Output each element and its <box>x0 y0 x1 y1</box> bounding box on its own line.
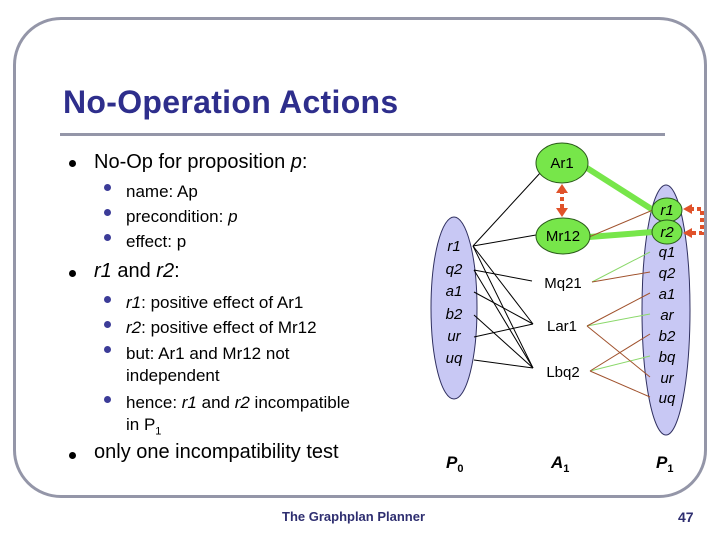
p0-prop-label: b2 <box>446 306 463 323</box>
p1-prop-label: uq <box>659 390 676 407</box>
action-label: Lar1 <box>547 318 577 335</box>
p0-prop-label: q2 <box>446 261 463 278</box>
sub-bullet-effect: effect: p <box>126 232 187 251</box>
level-label-p0: P0 <box>446 453 463 475</box>
sub-bullet-r1-effect: r1: positive effect of Ar1 <box>126 293 304 312</box>
sub-bullet-icon <box>104 209 111 216</box>
action-label: Mr12 <box>546 228 580 245</box>
sub-bullet-icon <box>104 234 111 241</box>
sub-bullet-icon <box>104 184 111 191</box>
title-underline <box>60 133 665 136</box>
noop-add-edges <box>584 165 656 240</box>
prop-mutex-arrow <box>683 204 704 238</box>
action-label: Lbq2 <box>546 364 579 381</box>
sub-bullet-icon <box>104 396 111 403</box>
level-label-a1: A1 <box>550 453 569 475</box>
bullet-only-one: only one incompatibility test <box>94 441 339 463</box>
p1-prop-label: bq <box>659 349 676 366</box>
p0-prop-label: a1 <box>446 283 463 300</box>
bullet-icon <box>69 160 76 167</box>
footer-title: The Graphplan Planner <box>282 509 426 524</box>
bullet-noop: No-Op for proposition p: <box>94 151 308 173</box>
delete-effect-edges <box>586 209 654 398</box>
sub-bullet-icon <box>104 321 111 328</box>
p1-prop-label: a1 <box>659 286 676 303</box>
p0-level-ellipse <box>430 216 478 400</box>
action-node-ar1 <box>535 142 589 184</box>
add-effect-edges <box>586 251 651 372</box>
action-label: Mq21 <box>544 275 582 292</box>
sub-bullet-r2-effect: r2: positive effect of Mr12 <box>126 318 317 337</box>
bullet-icon <box>69 270 76 277</box>
p1-level-ellipse <box>641 184 691 436</box>
p1-prop-label: r1 <box>660 202 673 219</box>
prop-node-r2 <box>651 219 683 245</box>
p1-prop-label: r2 <box>660 224 674 241</box>
slide-frame <box>13 17 707 498</box>
p1-prop-label: ar <box>660 307 674 324</box>
p0-prop-label: uq <box>446 350 463 367</box>
sub-bullet-name: name: Ap <box>126 182 198 201</box>
p1-prop-label: ur <box>660 370 674 387</box>
sub-bullet-but: but: Ar1 and Mr12 not independent <box>126 344 290 385</box>
action-mutex-arrow <box>556 184 568 217</box>
p1-prop-label: b2 <box>659 328 676 345</box>
sub-bullet-icon <box>104 296 111 303</box>
bullet-r1-r2: r1 and r2: <box>94 260 180 282</box>
action-label: Ar1 <box>550 155 573 172</box>
p1-prop-label: q1 <box>659 244 676 261</box>
p1-prop-label: q2 <box>659 265 676 282</box>
precondition-edges <box>472 171 542 369</box>
action-node-mr12 <box>535 217 591 255</box>
slide-title: No-Operation Actions <box>63 84 399 120</box>
bullet-icon <box>69 452 76 459</box>
p0-prop-label: r1 <box>447 238 460 255</box>
sub-bullet-icon <box>104 346 111 353</box>
sub-bullet-precondition: precondition: p <box>126 207 238 226</box>
page-number: 47 <box>678 509 694 525</box>
sub-bullet-hence: hence: r1 and r2 incompatible in P1 <box>126 393 350 438</box>
p0-prop-label: ur <box>447 328 461 345</box>
level-label-p1: P1 <box>656 453 673 475</box>
